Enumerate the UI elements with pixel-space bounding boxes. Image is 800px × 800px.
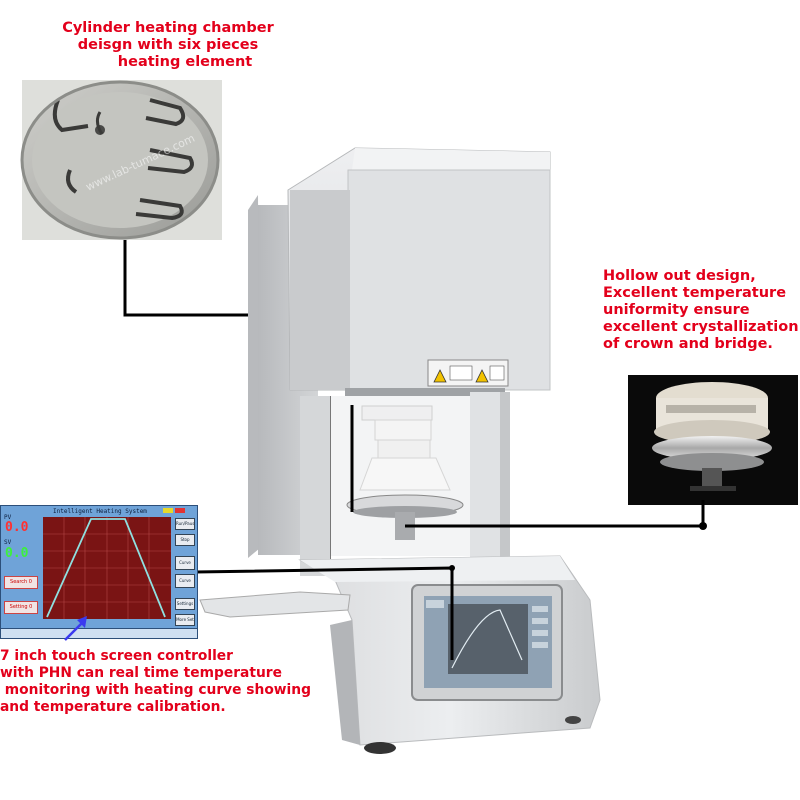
arrow-icon (64, 616, 87, 641)
side-button[interactable]: More Set (175, 614, 195, 626)
side-button-group: Run/Pause Stop Curve Record Curve Settin… (175, 518, 195, 626)
pv-label: PV (4, 514, 12, 521)
callout-line: Cylinder heating chamber (62, 20, 274, 36)
callout-line: and temperature calibration. (0, 699, 226, 715)
callout-line: Hollow out design, (603, 268, 756, 284)
status-indicator (175, 508, 185, 513)
crucible-stack (346, 405, 464, 540)
callout-line: excellent crystallization (603, 319, 799, 335)
callout-line: uniformity ensure (603, 302, 750, 318)
callout-line: 7 inch touch screen controller (0, 648, 233, 664)
side-button[interactable]: Stop (175, 534, 195, 546)
heating-element-photo (20, 80, 222, 240)
hollow-design-callout: Hollow out design, Excellent temperature… (603, 268, 799, 353)
left-button[interactable]: Setting 0 (4, 601, 38, 614)
callout-line: deisgn with six pieces (77, 37, 259, 53)
callout-line: with PHN can real time temperature (0, 665, 282, 681)
status-indicator (163, 508, 173, 513)
curve-line (46, 518, 166, 618)
sv-label: SV (4, 539, 12, 546)
pv-value: 0.0 (5, 520, 29, 535)
touch-screen-callout: 7 inch touch screen controller with PHN … (0, 648, 311, 716)
callout-line: Excellent temperature (603, 285, 787, 301)
crucible-detail-photo (628, 375, 798, 505)
screen-title: Intelligent Heating System (53, 508, 147, 515)
heating-chamber-callout: Cylinder heating chamber deisgn with six… (38, 20, 298, 71)
side-button[interactable]: Curve Setting (175, 574, 195, 588)
left-button[interactable]: Search 0 (4, 576, 38, 589)
side-button[interactable]: Settings (175, 598, 195, 610)
side-button[interactable]: Curve Record (175, 556, 195, 570)
side-button[interactable]: Run/Pause (175, 518, 195, 530)
sv-value: 0.0 (5, 546, 29, 561)
controller-screen-panel: Intelligent Heating System PV 0.0 SV 0.0… (0, 505, 198, 641)
callout-line: heating element (117, 54, 253, 70)
furnace-touch-screen (411, 584, 563, 701)
callout-line: monitoring with heating curve showing (0, 682, 311, 698)
heating-curve-chart (43, 517, 171, 619)
callout-line: of crown and bridge. (603, 336, 773, 352)
status-bar (1, 628, 197, 638)
